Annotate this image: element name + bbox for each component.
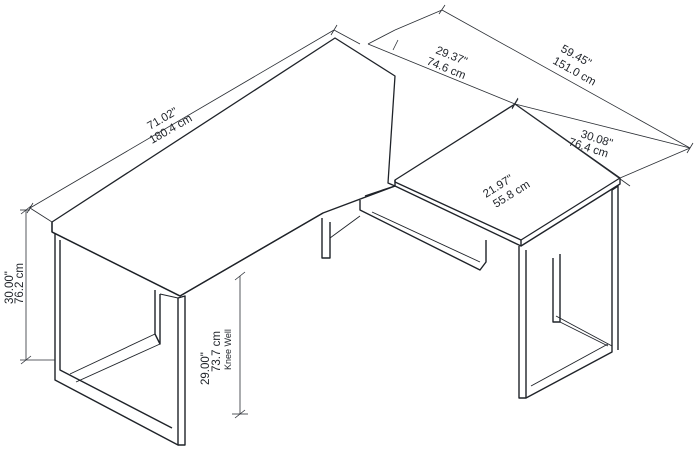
- height-imperial-label: 30.00": [4, 271, 16, 304]
- left-leg: [54, 234, 186, 446]
- knee-well-imperial-label: 29.00": [200, 352, 212, 385]
- knee-well-caption: Knee Well: [223, 329, 233, 370]
- right-leg: [518, 185, 619, 399]
- knee-well-metric-label: 73.7 cm: [211, 331, 223, 372]
- return-desktop: [394, 103, 621, 241]
- desk-drawing: [51, 37, 621, 446]
- rear-frame: [321, 200, 487, 271]
- dimension-lines: [20, 4, 694, 419]
- height-metric-label: 76.2 cm: [14, 263, 26, 304]
